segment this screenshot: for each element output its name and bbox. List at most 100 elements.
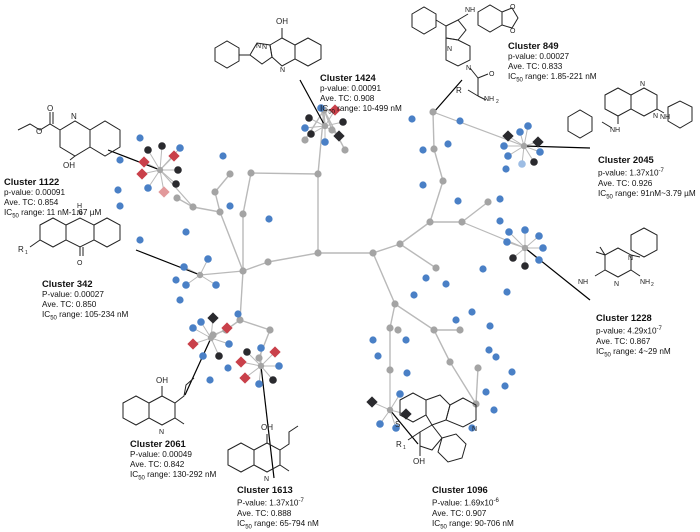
hub-node xyxy=(426,218,434,226)
structure-2061: OH N xyxy=(122,376,195,436)
cluster-title: Cluster 1228 xyxy=(596,312,652,323)
p-value: P-value: 1.69x10-6 xyxy=(432,498,499,508)
atom-n-1424b: N xyxy=(262,44,267,51)
tree-edge xyxy=(159,147,181,171)
atom-h2n-1228: NH xyxy=(578,279,588,286)
tree-edge xyxy=(523,145,591,149)
compound-node xyxy=(501,382,509,390)
active-compound-node xyxy=(269,346,281,358)
atom-nh-2045a: NH xyxy=(610,127,620,134)
atom-o-2: O xyxy=(36,127,42,136)
tree-edge xyxy=(107,149,161,171)
compound-node xyxy=(182,281,190,289)
cluster-title: Cluster 1096 xyxy=(432,484,488,495)
compound-node xyxy=(419,181,427,189)
compound-node xyxy=(468,424,476,432)
p-value: p-value: 0.00091 xyxy=(320,84,381,93)
compound-node xyxy=(321,138,329,146)
compound-node xyxy=(307,130,315,138)
cluster-center-node xyxy=(521,244,529,252)
tree-edge xyxy=(399,243,437,269)
tree-edge xyxy=(147,149,161,171)
active-compound-node xyxy=(366,396,378,408)
compound-node xyxy=(114,186,122,194)
compound-node xyxy=(530,158,538,166)
tree-edge xyxy=(449,361,477,405)
hub-node xyxy=(189,203,197,211)
tree-edge xyxy=(399,221,431,245)
hub-node xyxy=(386,366,394,374)
hub-node xyxy=(386,324,394,332)
tree-edge xyxy=(267,252,319,263)
compound-node xyxy=(539,244,547,252)
compound-node xyxy=(536,148,544,156)
compound-node xyxy=(176,144,184,152)
compound-node xyxy=(369,336,377,344)
compound-node xyxy=(402,336,410,344)
hub-node xyxy=(226,170,234,178)
compound-node xyxy=(172,276,180,284)
atom-oh-1613: OH xyxy=(261,423,273,432)
ic50-range: IC50 range: 65-794 nM xyxy=(237,518,319,531)
hub-node xyxy=(255,354,263,362)
compound-node xyxy=(482,388,490,396)
p-value: p-value: 1.37x10-7 xyxy=(598,168,664,178)
compound-node xyxy=(144,184,152,192)
cluster-1122-label: Cluster 1122 p-value: 0.00091 Ave. TC: 0… xyxy=(4,176,101,222)
compound-node xyxy=(392,424,400,432)
cluster-center-node xyxy=(156,166,164,174)
ave-tc: Ave. TC: 0.833 xyxy=(508,62,563,71)
cluster-1096-label: Cluster 1096 P-value: 1.69x10-6 Ave. TC:… xyxy=(432,484,514,532)
cluster-title: Cluster 342 xyxy=(42,278,93,289)
compound-node xyxy=(224,364,232,372)
hub-node xyxy=(314,249,322,257)
atom-nh2-1228: NH xyxy=(640,279,650,286)
tree-edge xyxy=(135,249,201,276)
compound-node xyxy=(503,288,511,296)
atom-oh-1122: OH xyxy=(63,161,75,170)
cluster-2045-label: Cluster 2045 p-value: 1.37x10-7 Ave. TC:… xyxy=(598,154,696,202)
ic50-range: IC50 range: 1.85-221 nM xyxy=(508,72,597,84)
hub-node xyxy=(314,170,322,178)
atom-nh-849: NH xyxy=(465,7,475,14)
structure-1613: OH N xyxy=(227,423,299,483)
atom-r1-1096: R xyxy=(396,440,402,449)
compound-node xyxy=(518,160,526,168)
compound-node xyxy=(225,340,233,348)
compound-node xyxy=(452,316,460,324)
hub-node xyxy=(391,300,399,308)
tree-edge xyxy=(461,221,526,249)
atom-n-1228b: N xyxy=(614,281,619,288)
atom-oh-1424: OH xyxy=(276,17,288,26)
hub-node xyxy=(458,218,466,226)
compound-node xyxy=(376,420,384,428)
hub-node xyxy=(430,326,438,334)
hub-node xyxy=(247,169,255,177)
compound-node xyxy=(422,274,430,282)
cluster-title: Cluster 2061 xyxy=(130,438,186,449)
ave-tc: Ave. TC: 0.842 xyxy=(130,460,185,469)
atom-n-2061: N xyxy=(159,429,164,436)
compound-node xyxy=(172,180,180,188)
hub-node xyxy=(173,194,181,202)
atom-n-849a: N xyxy=(447,46,452,53)
tree-edge xyxy=(389,303,396,329)
hub-node xyxy=(264,258,272,266)
tree-edge xyxy=(184,337,212,396)
compound-node xyxy=(454,197,462,205)
ic50-range: IC50 range: 90-706 nM xyxy=(432,518,514,531)
compound-node xyxy=(496,217,504,225)
tree-edges xyxy=(141,107,543,429)
cluster-title: Cluster 2045 xyxy=(598,154,654,165)
cluster-2061-label: Cluster 2061 P-value: 0.00049 Ave. TC: 0… xyxy=(130,438,216,484)
compound-node xyxy=(269,376,277,384)
cluster-center-node xyxy=(207,334,215,342)
atom-oh-2061: OH xyxy=(156,376,168,385)
cluster-center-node xyxy=(520,142,528,150)
structure-2045: NH NH N N xyxy=(567,81,693,139)
tree-edge xyxy=(432,111,435,150)
atom-o-849c: O xyxy=(489,71,495,78)
atom-n-849b: N xyxy=(466,65,471,72)
structure-1228: N N NH NH 2 xyxy=(578,227,658,288)
ave-tc: Ave. TC: 0.850 xyxy=(42,300,97,309)
